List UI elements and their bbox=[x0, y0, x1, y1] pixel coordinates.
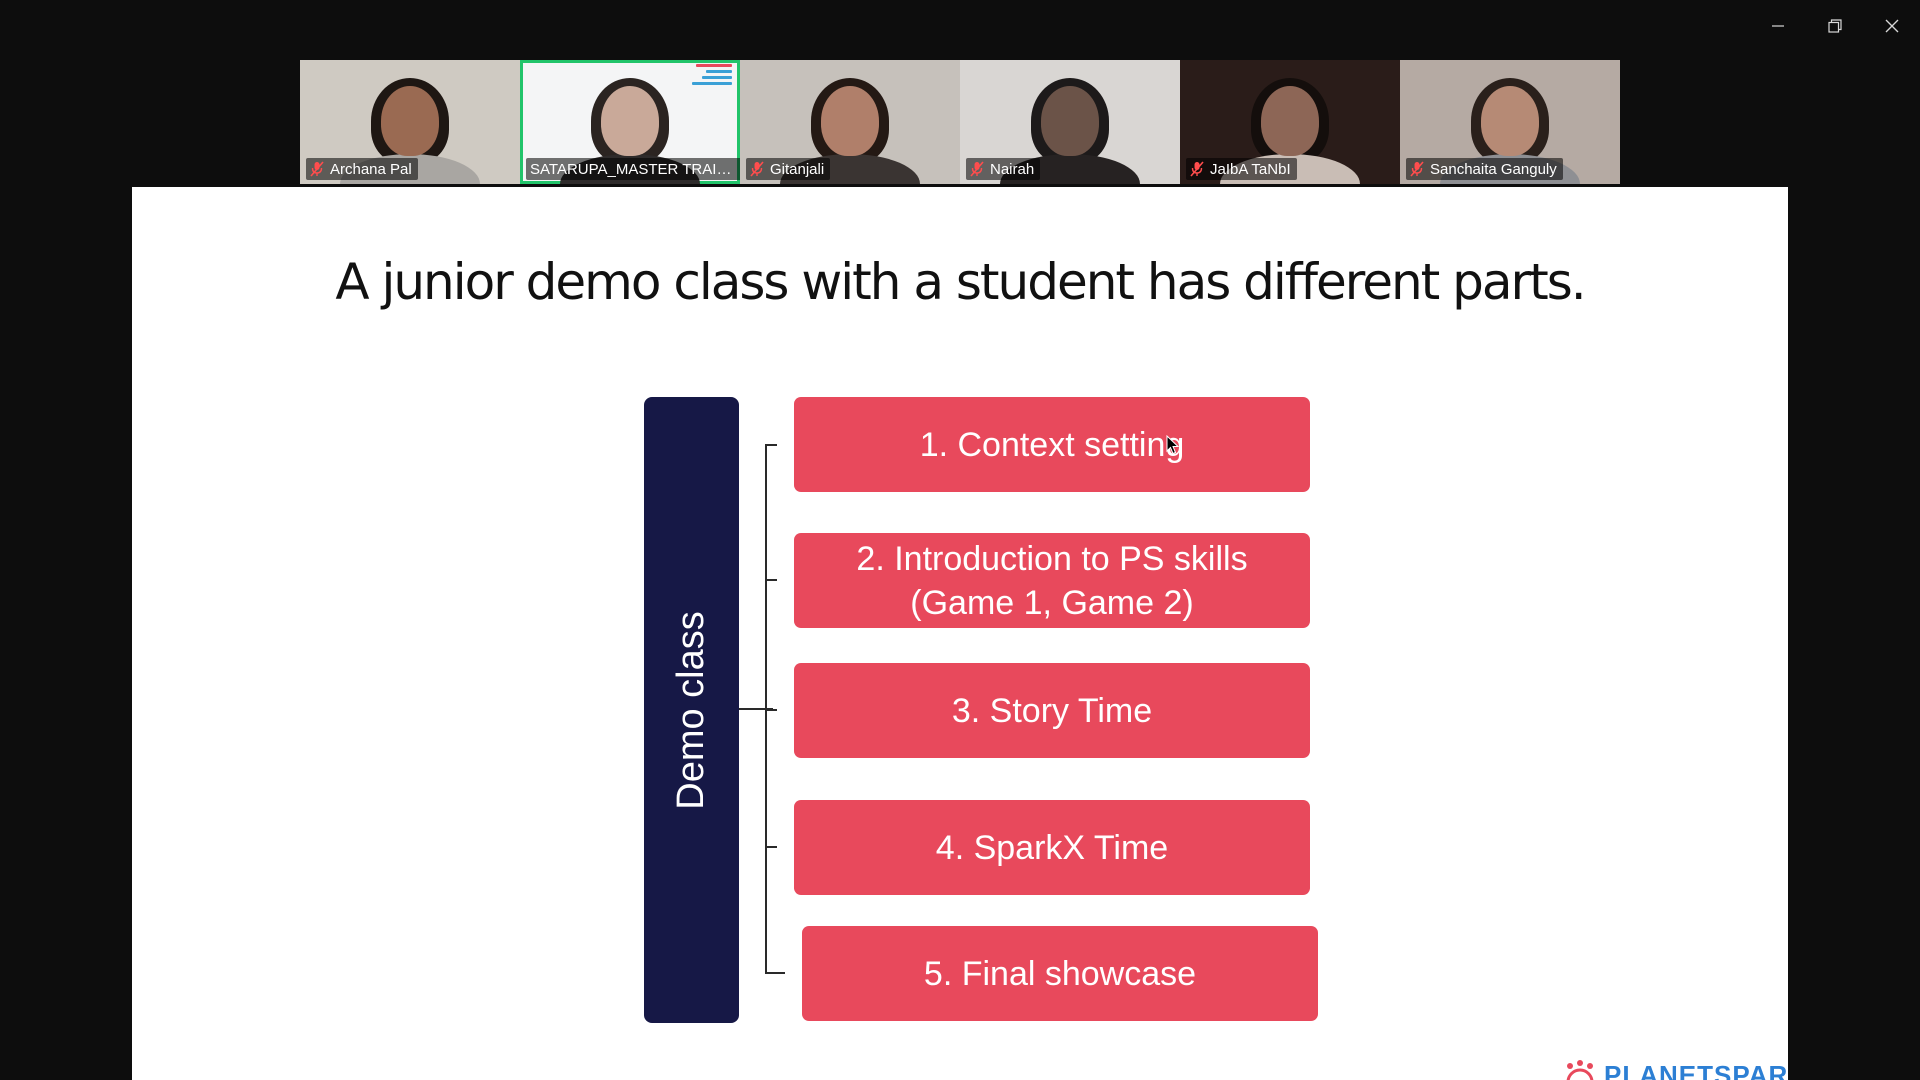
step-sparkx-time: 4. SparkX Time bbox=[794, 800, 1310, 895]
participant-name-label: Nairah bbox=[966, 158, 1041, 180]
robot-logo-icon bbox=[1566, 1060, 1594, 1080]
participant-tile[interactable]: SATARUPA_MASTER TRAINE... bbox=[520, 60, 740, 184]
participant-tile[interactable]: Sanchaita Ganguly bbox=[1400, 60, 1620, 184]
participant-name: JaIbA TaNbI bbox=[1210, 160, 1291, 178]
close-icon bbox=[1885, 19, 1898, 33]
minimize-button[interactable] bbox=[1749, 0, 1806, 52]
step-story-time: 3. Story Time bbox=[794, 663, 1310, 758]
participant-tile[interactable]: JaIbA TaNbI bbox=[1180, 60, 1400, 184]
logo-text: PLANETSPARK bbox=[1604, 1060, 1788, 1080]
shared-slide: A junior demo class with a student has d… bbox=[132, 187, 1788, 1080]
mouse-cursor-icon bbox=[1166, 435, 1180, 455]
participant-name-label: Gitanjali bbox=[746, 158, 831, 180]
demo-class-bar: Demo class bbox=[644, 397, 739, 1023]
participant-tile[interactable]: Gitanjali bbox=[740, 60, 960, 184]
participant-name-label: SATARUPA_MASTER TRAINE... bbox=[526, 158, 740, 180]
participant-video-face bbox=[1041, 86, 1099, 156]
connector-branch-2 bbox=[765, 579, 777, 581]
participant-video-face bbox=[821, 86, 879, 156]
participant-name: SATARUPA_MASTER TRAINE... bbox=[530, 160, 736, 178]
participant-video-face bbox=[1481, 86, 1539, 156]
mic-muted-icon bbox=[970, 161, 984, 177]
mic-muted-icon bbox=[750, 161, 764, 177]
connector-branch-5 bbox=[765, 972, 785, 974]
participant-name: Gitanjali bbox=[770, 160, 825, 178]
planetspark-logo: PLANETSPARK bbox=[1562, 1060, 1788, 1080]
participant-name: Sanchaita Ganguly bbox=[1430, 160, 1557, 178]
participant-name-label: Archana Pal bbox=[306, 158, 418, 180]
participant-name: Archana Pal bbox=[330, 160, 412, 178]
demo-class-label: Demo class bbox=[670, 610, 712, 810]
shared-screen-thumbnail bbox=[684, 64, 732, 98]
mic-muted-icon bbox=[1190, 161, 1204, 177]
connector-branch-1 bbox=[765, 444, 777, 446]
slide-title: A junior demo class with a student has d… bbox=[335, 253, 1586, 311]
participant-video-face bbox=[381, 86, 439, 156]
mic-muted-icon bbox=[1410, 161, 1424, 177]
step-final-showcase: 5. Final showcase bbox=[802, 926, 1318, 1021]
close-button[interactable] bbox=[1863, 0, 1920, 52]
restore-icon bbox=[1827, 19, 1842, 33]
participant-video-face bbox=[1261, 86, 1319, 156]
connector-branch-4 bbox=[765, 846, 777, 848]
connector-branch-3 bbox=[765, 709, 777, 711]
participant-name-label: Sanchaita Ganguly bbox=[1406, 158, 1563, 180]
step-introduction-ps-skills: 2. Introduction to PS skills (Game 1, Ga… bbox=[794, 533, 1310, 628]
step-context-setting: 1. Context setting bbox=[794, 397, 1310, 492]
window-controls bbox=[1749, 0, 1920, 52]
participant-name: Nairah bbox=[990, 160, 1035, 178]
participant-tile[interactable]: Archana Pal bbox=[300, 60, 520, 184]
participant-name-label: JaIbA TaNbI bbox=[1186, 158, 1297, 180]
participant-video-face bbox=[601, 86, 659, 156]
restore-button[interactable] bbox=[1806, 0, 1863, 52]
mic-muted-icon bbox=[310, 161, 324, 177]
connector-stem bbox=[739, 708, 773, 710]
participant-tile[interactable]: Nairah bbox=[960, 60, 1180, 184]
participant-strip: Archana Pal SATARUPA_MASTER TRAINE... Gita… bbox=[300, 60, 1620, 184]
minimize-icon bbox=[1771, 25, 1784, 27]
